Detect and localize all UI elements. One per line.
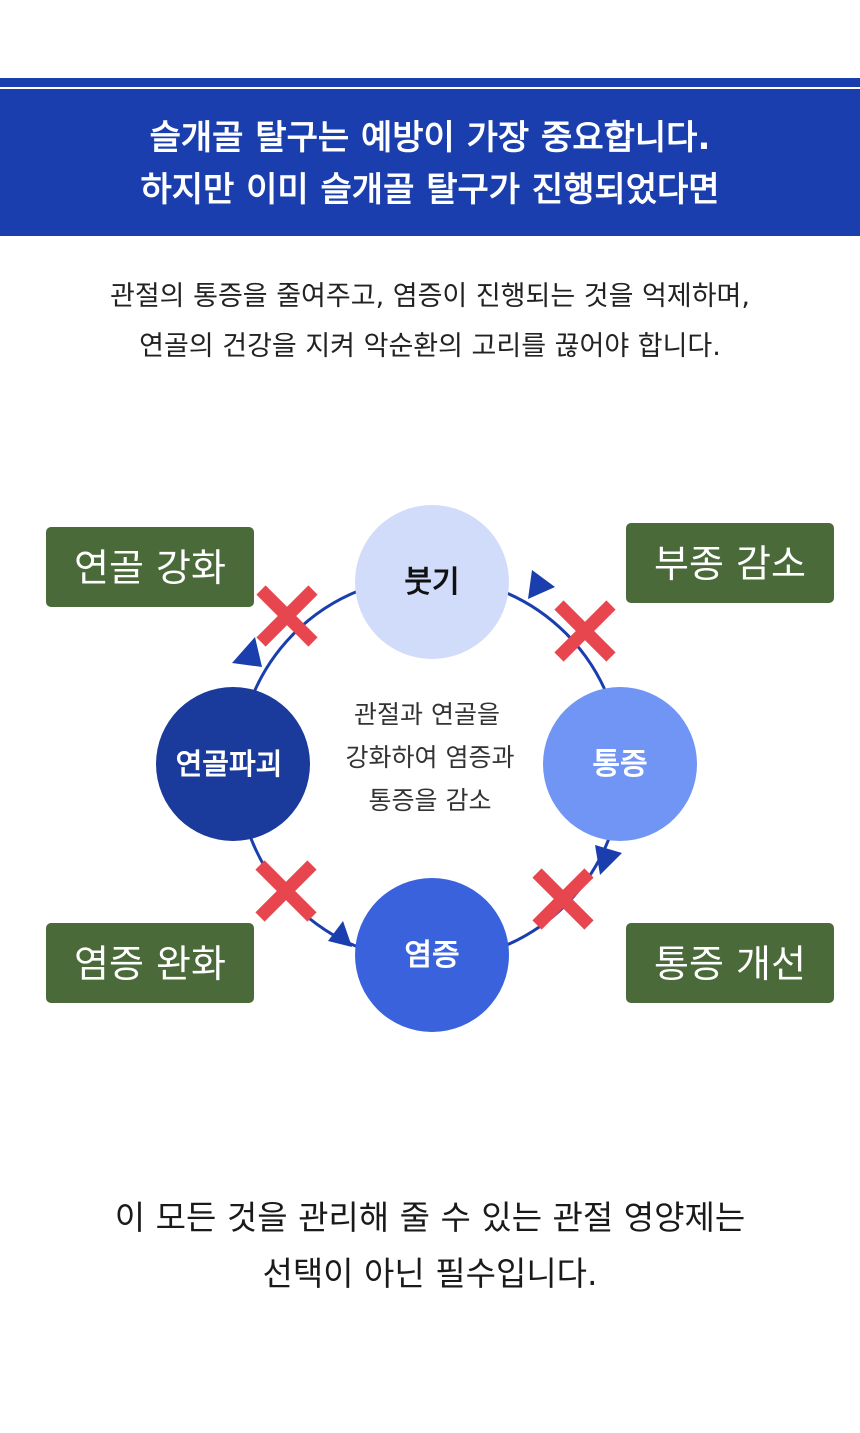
intro-line-2: 연골의 건강을 지켜 악순환의 고리를 끊어야 합니다. (139, 331, 721, 362)
node-pain (543, 687, 697, 841)
node-swelling-label: 붓기 (404, 565, 459, 600)
header-banner: 슬개골 탈구는 예방이 가장 중요합니다. 하지만 이미 슬개골 탈구가 진행되… (0, 78, 860, 236)
closing-text: 이 모든 것을 관리해 줄 수 있는 관절 영양제는 선택이 아닌 필수입니다. (0, 1190, 860, 1302)
node-cartilage-label: 연골파괴 (176, 747, 283, 781)
benefit-label-top-right: 부종 감소 (654, 542, 806, 586)
arrow-icon-bottom-left (328, 921, 352, 947)
node-inflammation (355, 878, 509, 1032)
benefit-box-bottom-left (46, 923, 254, 1003)
benefit-box-top-left (46, 527, 254, 607)
cross-icon-bottom-left (255, 860, 317, 922)
benefit-label-top-left: 연골 강화 (74, 546, 226, 590)
benefit-box-bottom-right (626, 923, 834, 1003)
arrow-icon-top-right (528, 570, 555, 599)
intro-line-1: 관절의 통증을 줄여주고, 염증이 진행되는 것을 억제하며, (110, 281, 750, 312)
arrow-icon-top-left (232, 637, 262, 667)
center-line-3: 통증을 감소 (369, 786, 492, 815)
arrow-icon-bottom-right (595, 845, 622, 875)
closing-line-1: 이 모든 것을 관리해 줄 수 있는 관절 영양제는 (114, 1198, 746, 1237)
node-inflammation-label: 염증 (404, 938, 459, 973)
cross-icon-top-left (256, 585, 318, 647)
node-swelling (355, 505, 509, 659)
header-line-2: 하지만 이미 슬개골 탈구가 진행되었다면 (140, 170, 720, 210)
node-cartilage (156, 687, 310, 841)
center-line-2: 강화하여 염증과 (346, 743, 515, 772)
vicious-cycle-diagram: 붓기 통증 염증 연골파괴 관절과 연골을 강화하여 염증과 통증을 감소 연골… (46, 505, 834, 1032)
intro-text: 관절의 통증을 줄여주고, 염증이 진행되는 것을 억제하며, 연골의 건강을 … (0, 272, 860, 372)
banner-divider (0, 87, 860, 89)
benefit-box-top-right (626, 523, 834, 603)
benefit-label-bottom-right: 통증 개선 (654, 942, 806, 986)
node-pain-label: 통증 (592, 747, 647, 782)
cross-icon-bottom-right (532, 868, 594, 930)
cross-icon-top-right (554, 600, 616, 662)
center-line-1: 관절과 연골을 (354, 700, 500, 729)
header-title: 슬개골 탈구는 예방이 가장 중요합니다. 하지만 이미 슬개골 탈구가 진행되… (0, 112, 860, 216)
benefit-label-bottom-left: 염증 완화 (74, 942, 226, 986)
closing-line-2: 선택이 아닌 필수입니다. (262, 1254, 598, 1293)
header-line-1: 슬개골 탈구는 예방이 가장 중요합니다. (149, 118, 711, 158)
